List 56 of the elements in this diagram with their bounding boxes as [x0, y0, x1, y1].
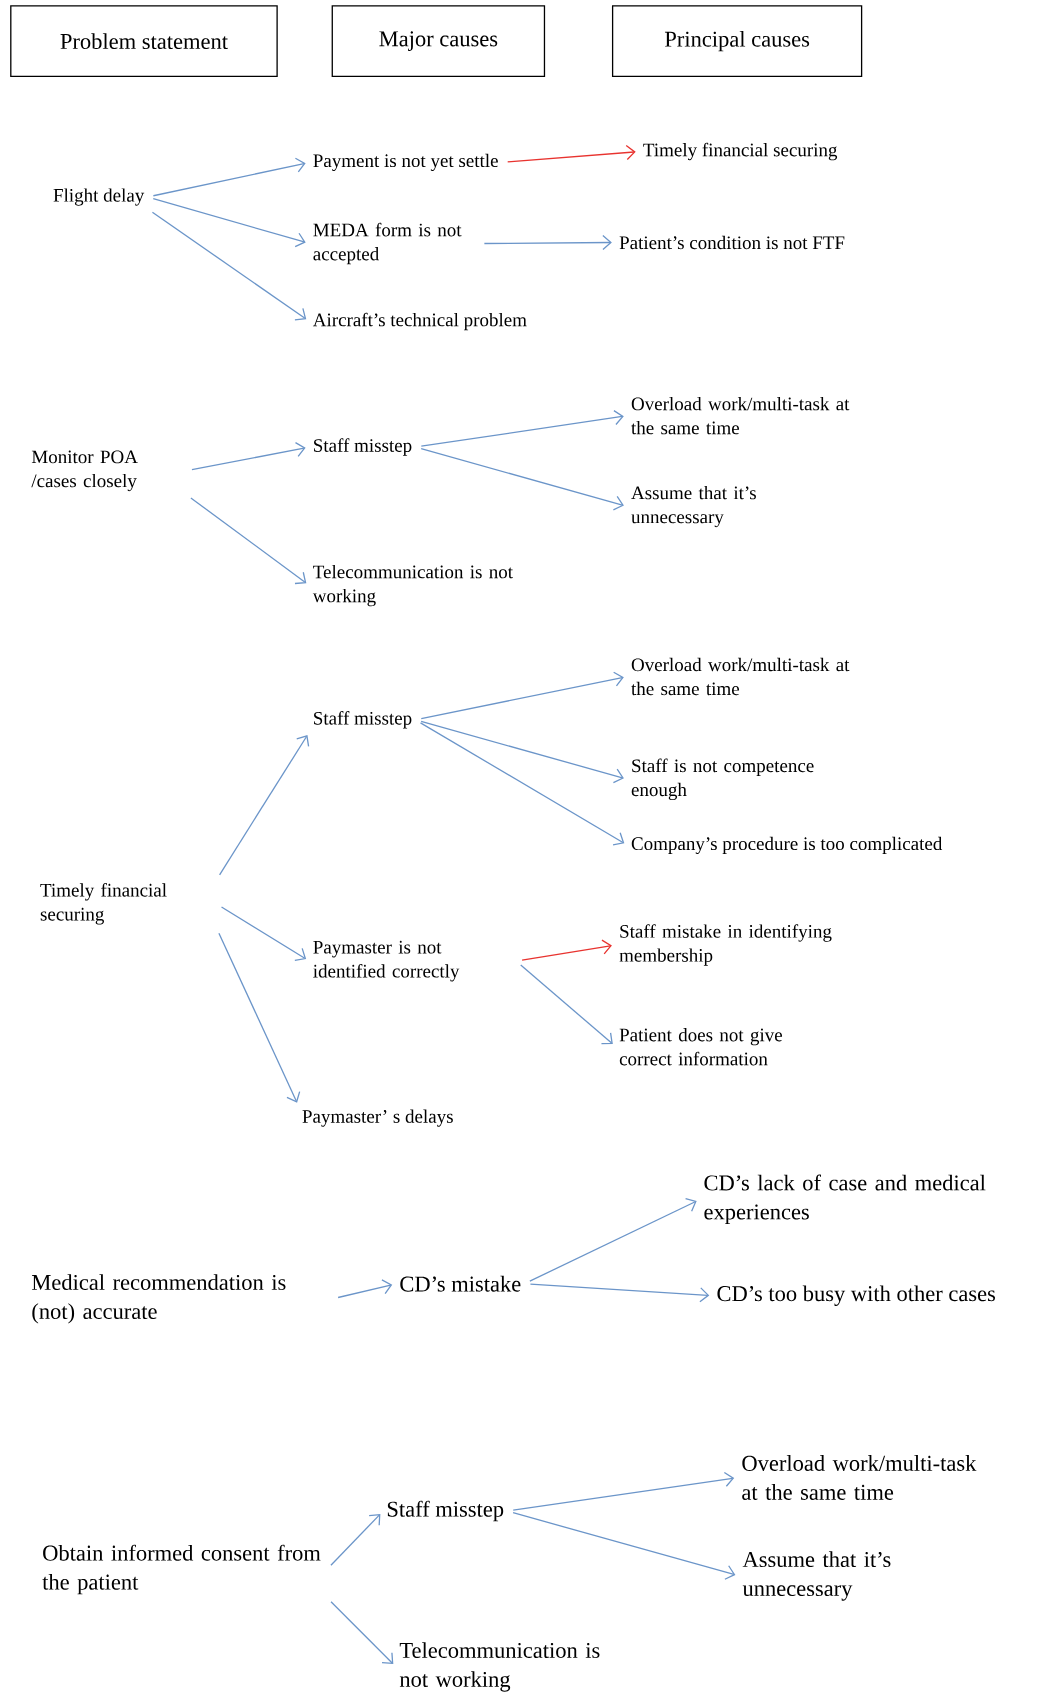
arrow	[220, 906, 307, 961]
arrow	[520, 964, 613, 1045]
cause-text: Overload work/multi-task at the same time	[631, 396, 850, 435]
cause-text: Telecommunication is not working	[312, 564, 513, 607]
cause-text: Assume that it’s unnecessary	[631, 485, 756, 528]
arrow	[483, 234, 612, 251]
cause-text: Medical recommendation is (not) accurate	[32, 1274, 286, 1324]
arrow	[191, 441, 306, 471]
cause-text: Company’s procedure is too complicated	[631, 836, 943, 854]
cause-text: Timely financial securing	[40, 883, 167, 925]
cause-text: Overload work/multi-task at the same time	[631, 657, 850, 696]
arrow	[507, 144, 636, 163]
header-box: Major causes	[331, 5, 546, 77]
cause-text: Aircraft’s technical problem	[312, 312, 527, 331]
arrow	[218, 932, 301, 1103]
cause-text: Staff is not competence enough	[631, 758, 814, 801]
cause-text: Overload work/multi-task at the same time	[742, 1455, 977, 1500]
arrow	[330, 1601, 394, 1665]
header-box: Problem statement	[10, 5, 278, 77]
arrow	[529, 1283, 710, 1303]
arrow	[337, 1279, 393, 1299]
arrow	[190, 497, 307, 585]
cause-text: Patient does not give correct information	[619, 1028, 782, 1066]
arrow	[218, 735, 310, 876]
arrow	[420, 671, 624, 720]
arrow	[419, 722, 625, 846]
cause-text: Obtain informed consent from the patient	[42, 1544, 321, 1595]
cause-text: CD’s mistake	[400, 1275, 521, 1292]
cause-text: CD’s lack of case and medical experiences	[704, 1174, 986, 1225]
arrow	[420, 448, 624, 511]
arrow	[512, 1471, 735, 1511]
arrow	[521, 939, 612, 961]
header-box: Principal causes	[611, 5, 863, 77]
arrow	[420, 409, 624, 447]
cause-text: Telecommunication is not working	[399, 1642, 600, 1692]
arrow	[512, 1512, 736, 1580]
cause-text: Timely financial securing	[643, 142, 838, 161]
cause-text: Patient’s condition is not FTF	[619, 235, 845, 250]
arrow	[152, 157, 306, 197]
cause-text: Monitor POA /cases closely	[31, 450, 138, 492]
cause-text: Payment is not yet settle	[313, 153, 498, 171]
arrow	[151, 211, 307, 321]
cause-text: Staff misstep	[314, 438, 412, 456]
cause-text: MEDA form is not accepted	[313, 222, 462, 265]
cause-text: Staff misstep	[387, 1500, 504, 1522]
cause-text: Paymaster’ s delays	[302, 1109, 453, 1127]
arrow	[529, 1197, 697, 1282]
cause-text: Flight delay	[53, 188, 145, 206]
cause-text: Staff mistake in identifying membership	[619, 924, 832, 966]
arrow	[330, 1513, 381, 1566]
arrow	[420, 720, 624, 784]
arrow	[152, 198, 306, 248]
cause-text: CD’s too busy with other cases	[717, 1285, 996, 1306]
cause-text: Paymaster is not identified correctly	[313, 940, 460, 982]
cause-text: Staff misstep	[314, 711, 412, 729]
cause-text: Assume that it’s unnecessary	[742, 1551, 891, 1601]
